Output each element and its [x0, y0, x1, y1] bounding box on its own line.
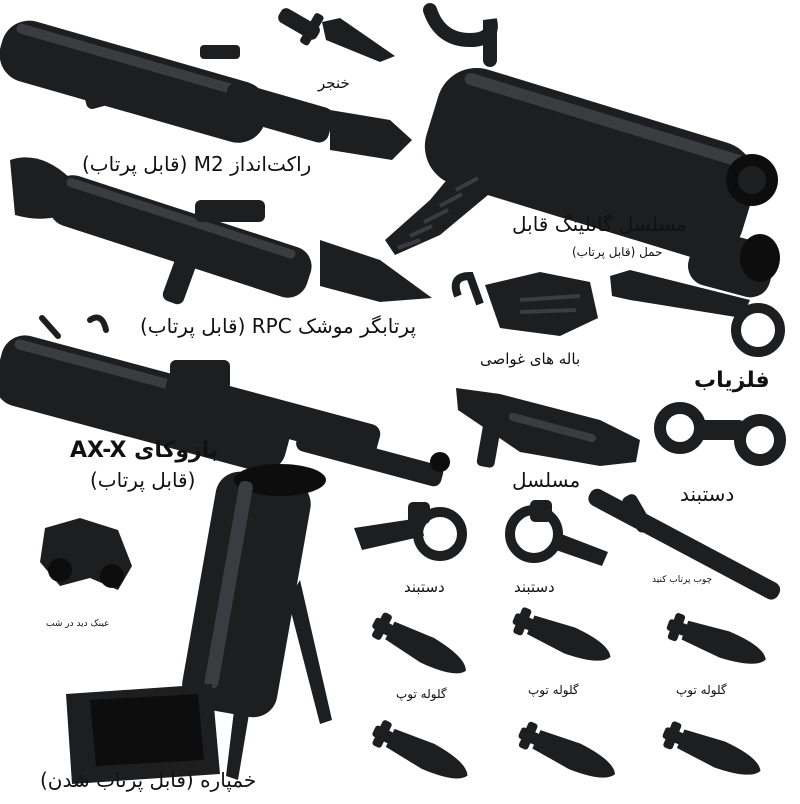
diving-fins — [451, 271, 598, 336]
handcuffs-top — [654, 402, 786, 466]
m2-rocket-launcher — [0, 20, 412, 160]
night-vision-goggles — [40, 518, 132, 590]
metal-detector — [610, 270, 785, 357]
label-gatling-mg: مسلسل گاتلینگ قابل — [512, 212, 688, 236]
shell-5 — [518, 721, 616, 778]
label-handcuffs-2: دستبند — [404, 578, 445, 596]
label-mortar: خمپاره (قابل پرتاب شدن) — [40, 768, 257, 792]
label-shell-1: گلوله توپ — [396, 687, 447, 701]
label-handcuffs-1: دستبند — [680, 482, 735, 506]
shell-3 — [666, 613, 766, 664]
bazooka — [0, 314, 450, 487]
label-night-vision: عینک دید در شب — [46, 619, 110, 629]
shell-1 — [372, 612, 466, 674]
barrel-cap — [688, 230, 780, 298]
police-baton — [588, 488, 781, 600]
label-baton: چوب پرتاب کنید — [652, 575, 713, 585]
label-dagger: خنجر — [318, 74, 350, 92]
machine-gun — [456, 388, 640, 468]
label-bazooka: بازوکای AX-X — [70, 438, 219, 463]
label-metal-detector: فلزیاب — [694, 368, 770, 393]
dagger — [278, 8, 395, 62]
label-machine-gun: مسلسل — [512, 468, 581, 492]
label-shell-2: گلوله توپ — [528, 683, 579, 697]
gatling-gun — [385, 3, 778, 260]
shell-4 — [372, 720, 468, 779]
label-bazooka-sub: (قابل پرتاب) — [90, 468, 196, 492]
label-handcuffs-3: دستبند — [514, 578, 555, 596]
label-m2-rocket-launcher: راکت‌انداز M2 (قابل پرتاب) — [82, 152, 312, 176]
label-rpg-launcher: پرتابگر موشک RPC (قابل پرتاب) — [140, 314, 417, 338]
shell-2 — [512, 607, 611, 661]
shell-6 — [662, 721, 761, 775]
label-diving-fins: باله های غواصی — [480, 350, 581, 368]
rpg-launcher — [10, 157, 432, 305]
label-shell-3: گلوله توپ — [676, 683, 727, 697]
handcuffs-single-1 — [354, 502, 467, 561]
handcuffs-single-2 — [505, 500, 608, 566]
mortar-shells — [372, 607, 766, 779]
mortar — [66, 464, 332, 784]
label-gatling-mg-sub: حمل (قابل پرتاب) — [572, 245, 663, 259]
